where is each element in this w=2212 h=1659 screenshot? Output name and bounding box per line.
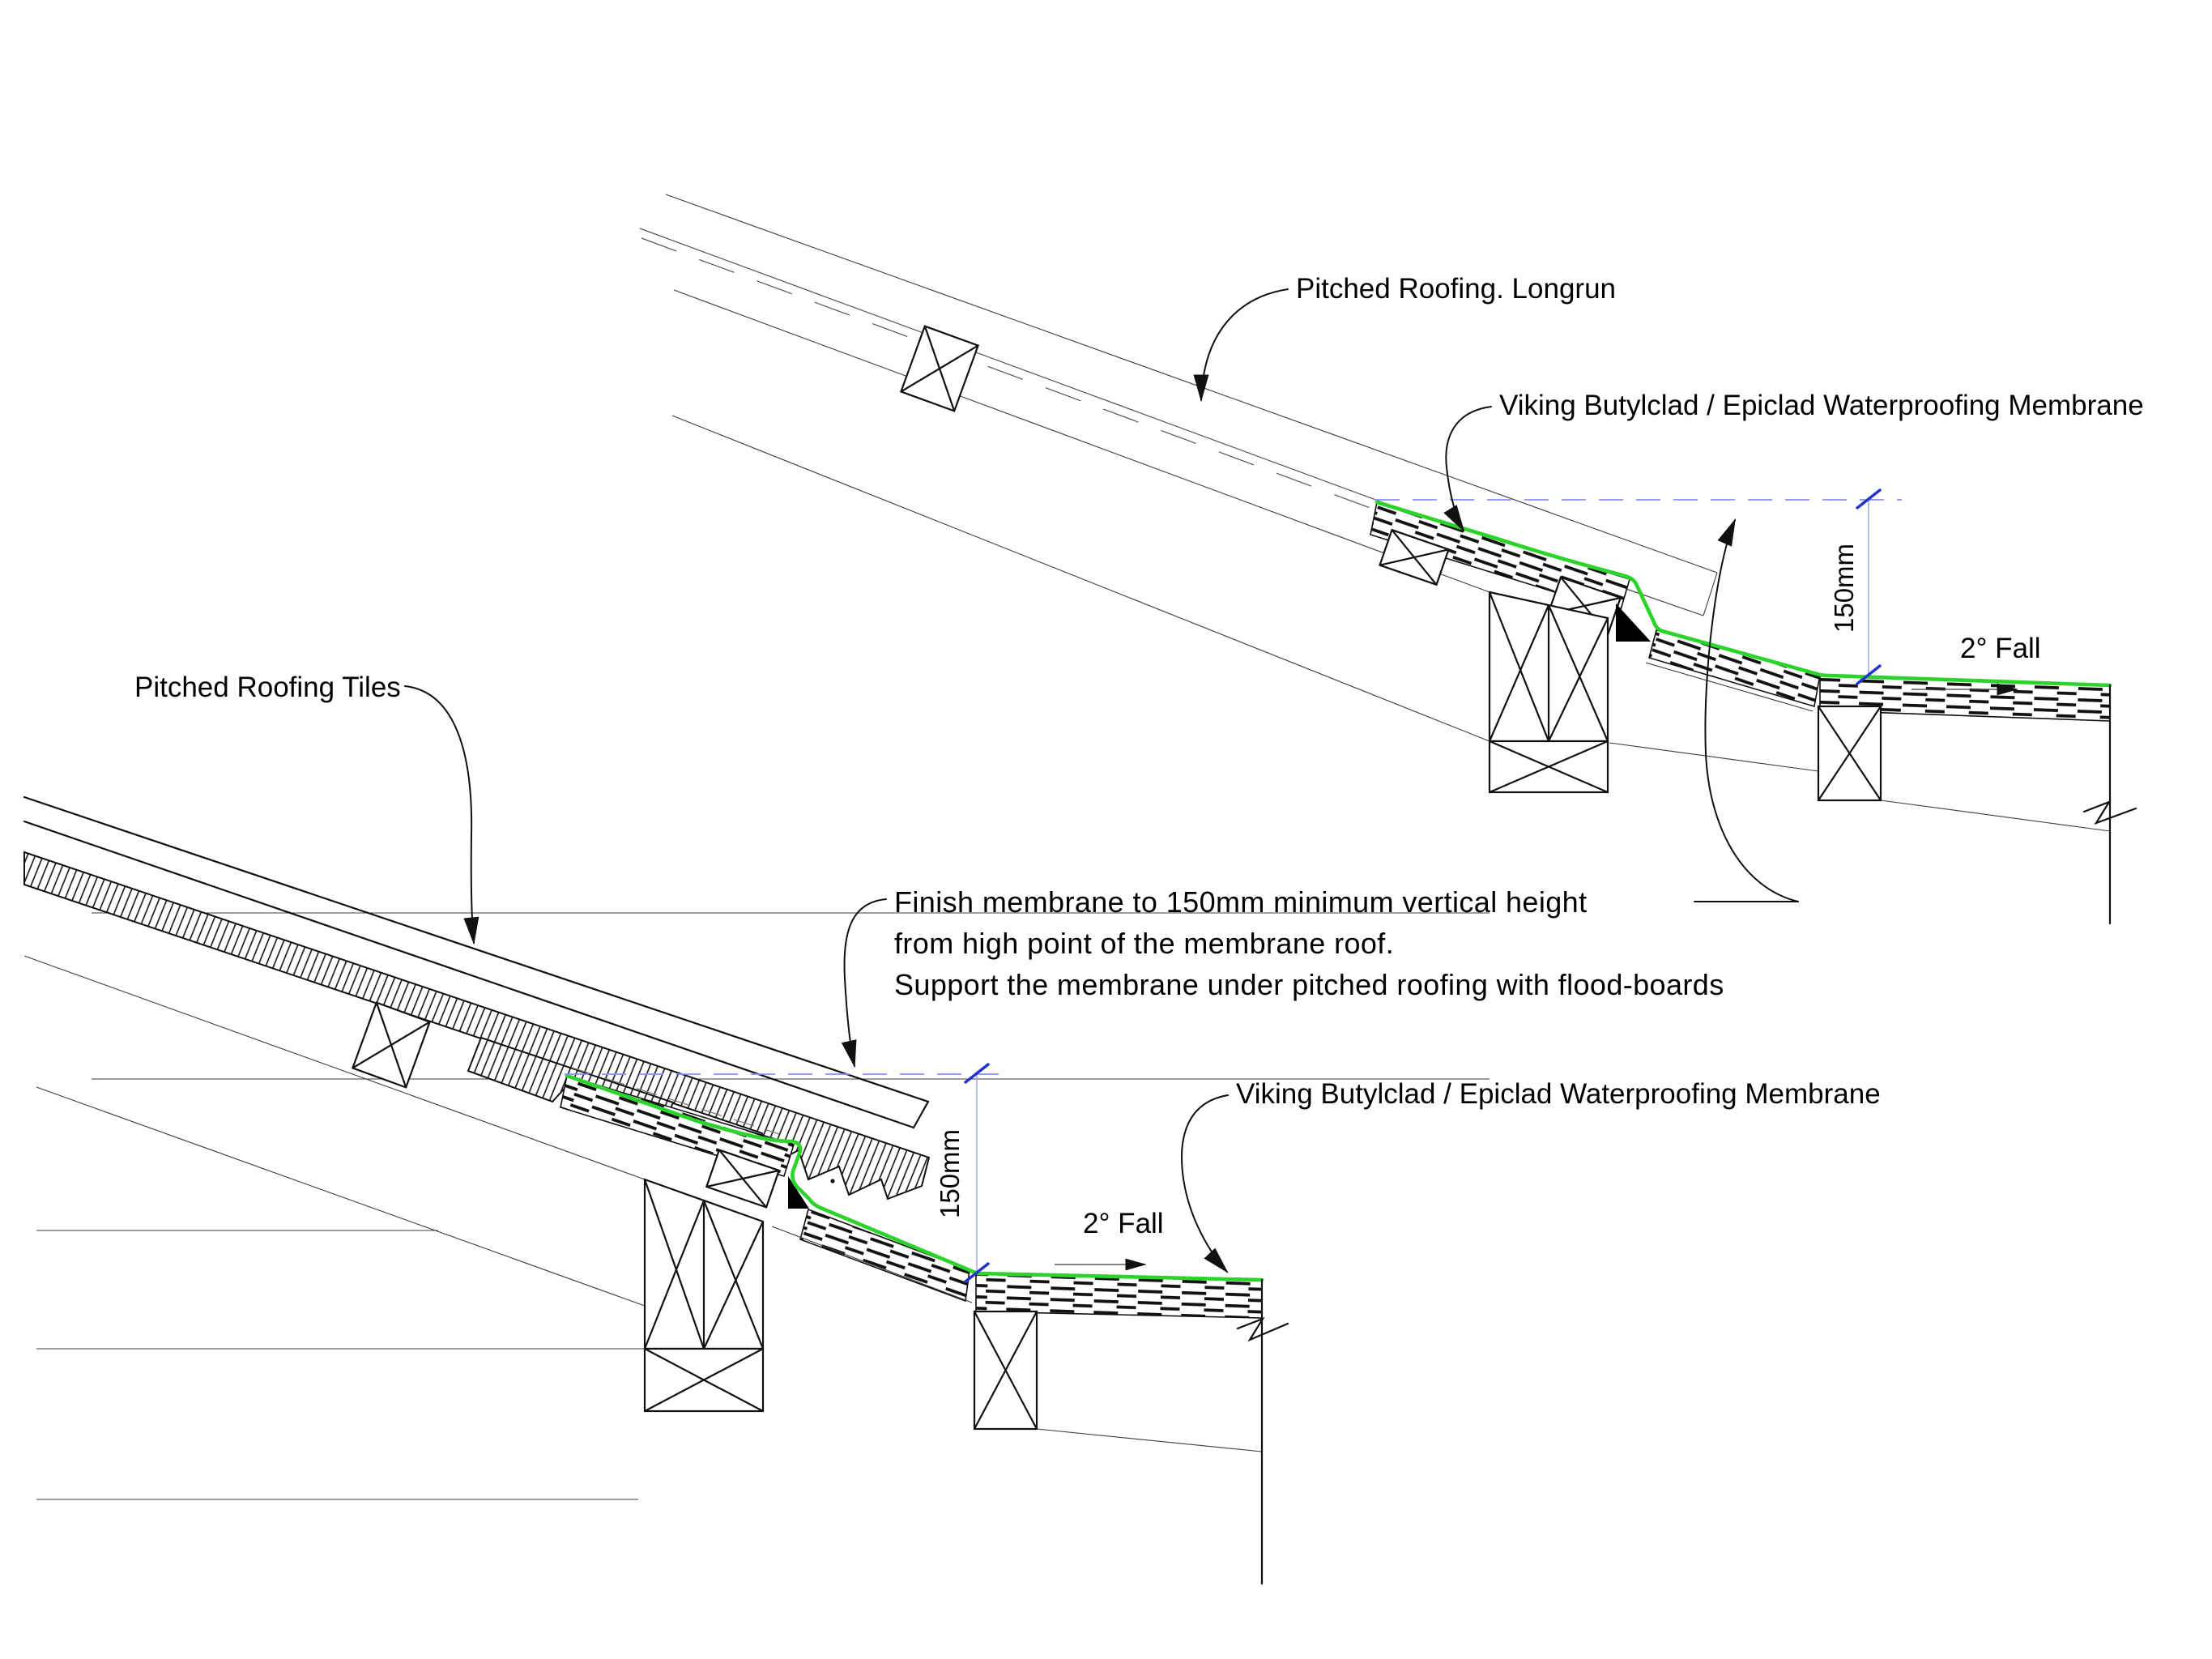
dim-tick-lower-bottom — [964, 1262, 990, 1283]
lower-detail: 150mm 2° Fall — [23, 795, 1289, 1585]
longrun-sheet-end-cut — [1703, 572, 1718, 616]
longrun-sheet-top-line — [665, 194, 1718, 574]
leader-membrane-upper — [1443, 406, 1492, 533]
tile-sheet-end-cut — [912, 1100, 930, 1129]
underlay-dashed-lower — [571, 1067, 780, 1135]
tile-sheet-bottom-line — [23, 820, 915, 1129]
tile-sheet-top-line — [23, 795, 930, 1103]
membrane-label-upper: Viking Butylclad / Epiclad Waterproofing… — [1499, 390, 2144, 421]
annotations: Pitched Roofing. Longrun Viking Butylcla… — [134, 273, 2144, 1273]
leader-note-upper — [1704, 518, 1799, 902]
batten-box-lower — [351, 1001, 432, 1089]
dim-tick-upper-top — [1856, 488, 1882, 510]
stud-framing-lower — [643, 1178, 765, 1413]
stray-dot — [830, 1179, 835, 1183]
rafter-box-upper-start — [1379, 528, 1450, 586]
stud-framing-upper — [1488, 591, 1609, 794]
leader-note-lower — [841, 898, 887, 1068]
upper-rafter-top-line — [673, 289, 1490, 593]
tile-band — [23, 851, 931, 1201]
lower-rafter-bottom-line — [36, 1086, 646, 1307]
wall-upper-right — [1817, 684, 2137, 925]
lower-rafter-top-line — [23, 955, 646, 1180]
purlin-box-upper — [899, 325, 980, 412]
note-line1: Finish membrane to 150mm minimum vertica… — [894, 885, 1588, 919]
membrane-green-line-upper — [1375, 500, 2112, 688]
longrun-label: Pitched Roofing. Longrun — [1296, 273, 1616, 305]
fall-label-lower: 2° Fall — [1083, 1208, 1164, 1239]
dim-text-lower: 150mm — [935, 1129, 965, 1218]
lower-soffit-line — [1036, 1428, 1263, 1452]
upper-detail: 150mm 2° Fall — [92, 194, 2137, 1080]
upper-rafter-bottom-line — [671, 415, 1490, 742]
tiles-label: Pitched Roofing Tiles — [134, 672, 401, 703]
fillet-triangle-lower — [788, 1176, 809, 1209]
dim-text-upper: 150mm — [1829, 544, 1859, 633]
dim-tick-lower-top — [964, 1063, 990, 1084]
note-line3: Support the membrane under pitched roofi… — [894, 968, 1724, 1001]
leader-longrun — [1193, 288, 1289, 403]
fall-label-upper: 2° Fall — [1960, 633, 2041, 664]
upper-soffit-line — [1609, 742, 1819, 772]
fillet-triangle-upper — [1616, 603, 1651, 642]
underlay-dashed-line — [641, 237, 1478, 548]
flood-board-line-upper — [1645, 662, 1813, 712]
upper-wall-base-line — [1880, 800, 2111, 832]
membrane-label-lower: Viking Butylclad / Epiclad Waterproofing… — [1236, 1078, 1881, 1110]
break-symbol-lower — [1236, 1316, 1289, 1342]
rafter-box-lower-step — [705, 1149, 781, 1209]
membrane-band-lower-low — [799, 1208, 970, 1303]
leader-membrane-lower — [1181, 1094, 1229, 1273]
break-symbol-upper — [2082, 800, 2137, 825]
membrane-green-line-lower — [565, 1073, 1264, 1282]
leader-tiles — [404, 685, 479, 945]
note-line2: from high point of the membrane roof. — [894, 927, 1394, 960]
membrane-band-lower-slope — [560, 1074, 795, 1178]
flood-board-line-lower — [771, 1226, 973, 1303]
underlay-line — [639, 228, 1480, 539]
wall-lower-right — [973, 1278, 1289, 1585]
dim-tick-upper-bottom — [1856, 664, 1882, 685]
